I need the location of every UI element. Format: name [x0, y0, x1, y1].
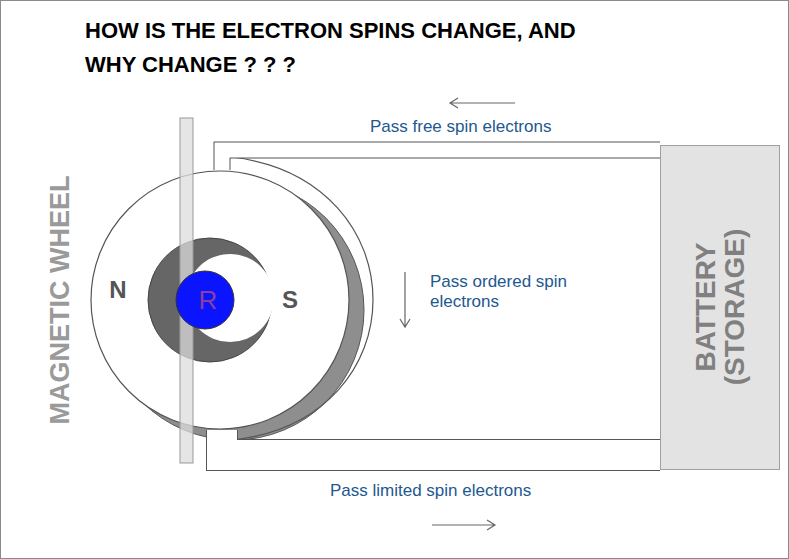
- left-arrow: [450, 98, 515, 108]
- pole-label: S: [282, 286, 298, 314]
- magnetic-wheel: MAGNETIC WHEELNSR: [90, 170, 350, 430]
- right-arrow: [432, 520, 495, 530]
- channel-label: Pass limited spin electrons: [330, 481, 531, 501]
- wheel-disc: [91, 171, 349, 429]
- diagram-title: HOW IS THE ELECTRON SPINS CHANGE, AND WH…: [85, 14, 605, 82]
- battery-label: BATTERY (STORAGE): [691, 202, 750, 412]
- channel-bore: [222, 430, 660, 455]
- electron-channel: [222, 150, 660, 170]
- rotor-label: R: [199, 285, 218, 316]
- battery-box: BATTERY (STORAGE): [660, 145, 780, 470]
- rotor-disc: [176, 271, 234, 329]
- channel-wall: [222, 150, 660, 170]
- wheel-heading: MAGNETIC WHEEL: [45, 176, 76, 425]
- flow-note: Pass ordered spin electrons: [430, 272, 590, 313]
- channel-label: Pass free spin electrons: [370, 117, 551, 137]
- channel-wall: [222, 430, 660, 455]
- rotor-circle: R: [175, 270, 235, 330]
- down-arrow: [400, 272, 410, 327]
- battery-rect: [661, 146, 780, 470]
- pole-label: N: [109, 276, 126, 304]
- electron-channel: [222, 430, 660, 455]
- channel-bore: [222, 150, 660, 170]
